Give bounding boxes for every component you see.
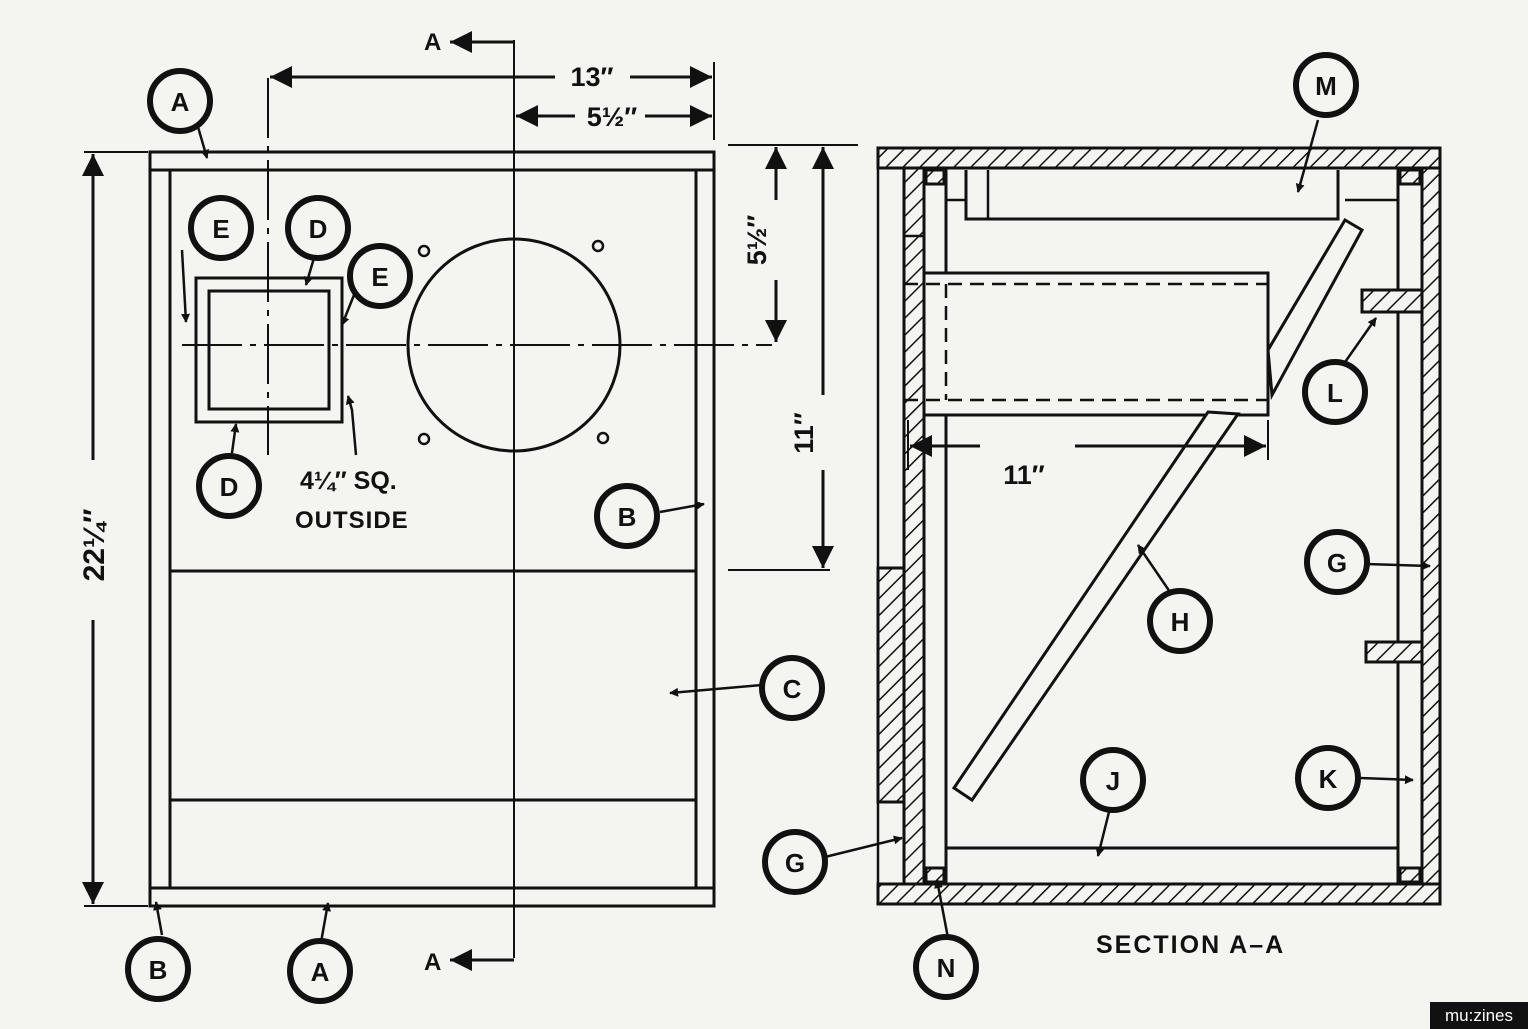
- label-front-C: C: [759, 655, 825, 721]
- port-inner-square: [207, 289, 331, 411]
- svg-text:A: A: [171, 87, 190, 117]
- label-section-G-left: G: [762, 829, 828, 895]
- svg-text:B: B: [618, 502, 637, 532]
- dimension-13-text: 13″: [571, 62, 614, 92]
- section-caption: SECTION A–A: [1096, 931, 1285, 959]
- bottom-panel-section: [876, 882, 1442, 906]
- rear-batten: [1396, 166, 1424, 886]
- dimension-5-5-horizontal-text: 5½″: [587, 102, 638, 132]
- top-shelf-M: [964, 170, 1340, 221]
- label-front-E-left: E: [188, 195, 254, 261]
- upper-deflector-board: [1266, 217, 1365, 401]
- section-leaders: [824, 119, 1431, 939]
- svg-text:E: E: [371, 262, 388, 292]
- svg-text:H: H: [1171, 607, 1190, 637]
- label-section-K: K: [1295, 745, 1361, 811]
- section-mark-bottom-text: A: [424, 949, 441, 976]
- svg-text:B: B: [149, 955, 168, 985]
- label-section-L: L: [1302, 359, 1368, 425]
- corner-block-bl: [924, 866, 946, 884]
- svg-text:G: G: [1327, 548, 1347, 578]
- port-size-line1: 4¼″ SQ.: [300, 467, 397, 495]
- diagonal-panel-H: [951, 410, 1241, 803]
- port-tube: [922, 271, 1270, 417]
- label-front-top-A: A: [147, 68, 213, 134]
- cabinet-outline: [148, 150, 716, 908]
- dimension-22-25: [82, 151, 148, 907]
- label-front-B-bottom: B: [125, 936, 191, 1002]
- label-section-M: M: [1293, 52, 1359, 118]
- top-panel-section: [876, 146, 1442, 170]
- woofer-cutout: [406, 237, 622, 453]
- label-section-G-right: G: [1304, 529, 1370, 595]
- dimension-5-5-vertical: [728, 144, 858, 571]
- section-mark-bottom: A: [424, 949, 514, 976]
- corner-block-br: [1398, 866, 1422, 884]
- section-mark-top: A: [424, 29, 514, 56]
- front-leaders: [153, 119, 763, 949]
- watermark: mu:zines: [1430, 1002, 1528, 1029]
- label-front-D-top: D: [285, 195, 351, 261]
- label-front-B-right: B: [594, 483, 660, 549]
- corner-block-tl: [924, 168, 946, 186]
- svg-text:G: G: [785, 848, 805, 878]
- label-front-A-bottom: A: [287, 938, 353, 1004]
- svg-text:C: C: [783, 674, 802, 704]
- svg-text:M: M: [1315, 71, 1337, 101]
- svg-text:A: A: [311, 957, 330, 987]
- mounting-hole-bl: [417, 432, 431, 446]
- kickboard-section: [876, 566, 906, 804]
- dimension-22-25-text: 22¼″: [78, 509, 111, 582]
- mounting-hole-tr: [591, 239, 605, 253]
- corner-block-tr: [1398, 168, 1422, 186]
- label-front-D-bottom: D: [196, 453, 262, 519]
- port-size-leader: [345, 395, 358, 456]
- svg-text:J: J: [1106, 766, 1120, 796]
- dimension-11-horizontal-text: 11″: [1003, 460, 1045, 490]
- svg-text:D: D: [309, 214, 328, 244]
- port-outer-square: [194, 276, 344, 424]
- dimension-11-vertical-text: 11″: [789, 412, 819, 454]
- svg-text:K: K: [1319, 764, 1338, 794]
- label-section-H: H: [1147, 588, 1213, 654]
- label-front-E-right: E: [347, 243, 413, 309]
- front-view: [148, 40, 772, 958]
- label-section-J: J: [1080, 747, 1146, 813]
- svg-text:N: N: [937, 953, 956, 983]
- svg-text:L: L: [1327, 378, 1343, 408]
- svg-text:D: D: [220, 472, 239, 502]
- label-section-N: N: [913, 934, 979, 1000]
- mounting-hole-br: [596, 431, 610, 445]
- section-view: [876, 146, 1442, 906]
- cleat-upper: [1360, 288, 1424, 314]
- section-mark-top-text: A: [424, 29, 441, 56]
- svg-text:E: E: [212, 214, 229, 244]
- port-size-line2: OUTSIDE: [295, 507, 409, 534]
- back-panel-section: [1420, 166, 1442, 886]
- baffle-panel-section: [902, 166, 926, 886]
- mounting-hole-tl: [417, 244, 431, 258]
- dimension-5-5-vertical-text: 5½″: [742, 215, 772, 266]
- cleat-lower: [1364, 640, 1424, 664]
